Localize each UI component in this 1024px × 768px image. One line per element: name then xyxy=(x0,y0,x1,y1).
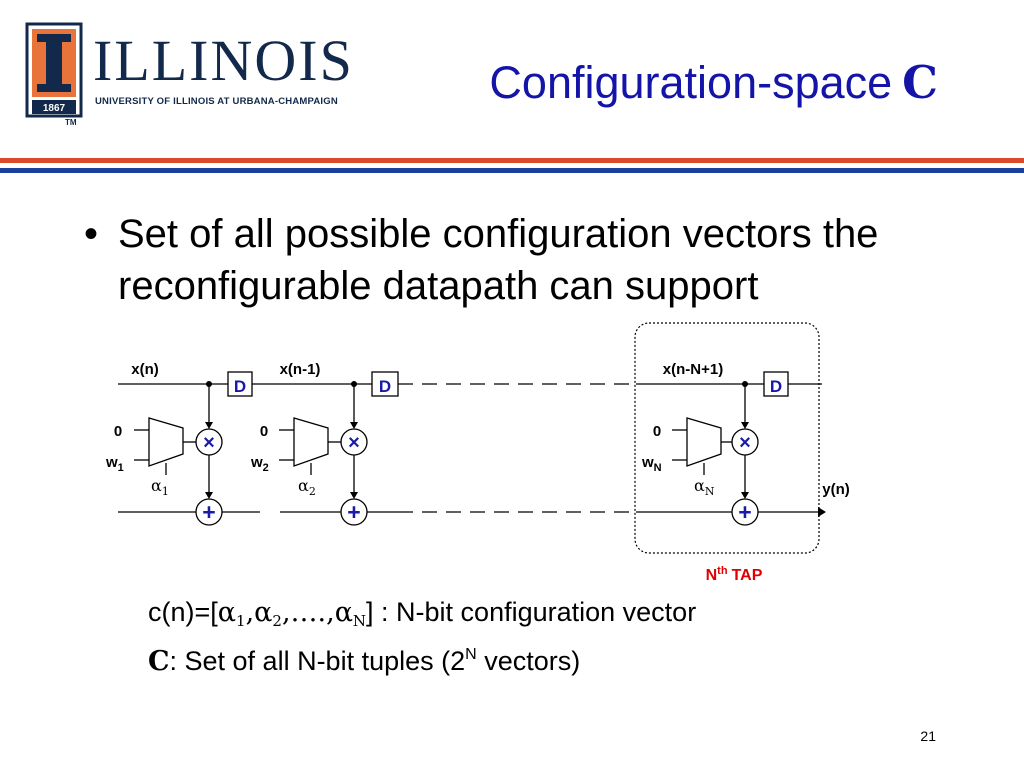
logo-year: 1867 xyxy=(43,103,66,114)
config-space-exponent: N xyxy=(465,646,477,663)
tap-n-mult-arrow-icon xyxy=(741,492,749,499)
logo-trademark: TM xyxy=(65,118,77,127)
tap-2-mux xyxy=(293,417,329,467)
output-label: y(n) xyxy=(822,481,850,498)
tap-2-add-icon: + xyxy=(347,499,360,525)
tap-n: D x(n-N+1) 0 wN αN × + xyxy=(641,361,789,526)
tap-2: D x(n-1) 0 w2 α2 × + xyxy=(250,361,399,526)
tap-1-delay-label: D xyxy=(234,377,246,396)
bullet-text: Set of all possible configuration vector… xyxy=(118,212,879,308)
config-space-line: C: Set of all N-bit tuples (2N vectors) xyxy=(148,646,580,677)
fir-datapath-diagram: D x(n) 0 w1 α1 × + D x(n xyxy=(105,322,850,584)
tap-1-drop-arrow-icon xyxy=(205,422,213,429)
tap-1-multiply-icon: × xyxy=(203,432,215,454)
config-comma: , xyxy=(245,597,255,628)
output-arrow-icon xyxy=(818,507,826,517)
tap-n-delay-block xyxy=(763,371,789,397)
tap-2-weight-label: w2 xyxy=(250,454,269,474)
header-rule-blue xyxy=(0,168,1024,173)
tap-1-weight-label: w1 xyxy=(105,454,124,474)
tap-n-alpha-label: αN xyxy=(694,476,715,498)
nth-tap-box xyxy=(634,322,820,554)
config-sub-1: 1 xyxy=(236,612,246,630)
tap-n-mux xyxy=(686,417,722,467)
config-alpha-n: α xyxy=(334,597,353,628)
config-space-symbol: C xyxy=(148,646,170,677)
tap-2-alpha-label: α2 xyxy=(298,476,316,498)
header-rule-orange xyxy=(0,158,1024,163)
tap-1-alpha-label: α1 xyxy=(151,476,169,498)
tap-2-mult-arrow-icon xyxy=(350,492,358,499)
page-number: 21 xyxy=(920,728,936,744)
config-space-end: vectors) xyxy=(476,646,581,676)
tap-2-drop-arrow-icon xyxy=(350,422,358,429)
tap-n-delay-label: D xyxy=(770,377,782,396)
tap-2-adder xyxy=(340,498,368,526)
tap-n-zero-label: 0 xyxy=(653,423,661,440)
tap-1-delay-block xyxy=(227,371,253,397)
logo-wordmark: ILLINOIS xyxy=(93,28,354,93)
tap-1-zero-label: 0 xyxy=(114,423,122,440)
config-prefix: c(n)=[ xyxy=(148,597,218,627)
illinois-logo: 1867 ILLINOIS UNIVERSITY OF ILLINOIS AT … xyxy=(25,22,352,132)
config-vector-line: c(n)=[α1,α2,….,αN] : N-bit configuration… xyxy=(148,597,696,630)
bullet-marker: • xyxy=(84,212,99,256)
tap-n-adder xyxy=(731,498,759,526)
config-sub-n: N xyxy=(352,612,367,630)
config-alpha-2: α xyxy=(254,597,273,628)
config-alpha-1: α xyxy=(217,597,237,628)
tap-n-weight-label: wN xyxy=(641,454,662,474)
illinois-column-emblem: 1867 xyxy=(25,22,83,118)
tap-n-input-label: x(n-N+1) xyxy=(663,361,723,378)
tap-1-adder xyxy=(195,498,223,526)
tap-2-delay-label: D xyxy=(379,377,391,396)
config-space-text: : Set of all N-bit tuples (2 xyxy=(169,646,466,676)
tap-n-multiply-icon: × xyxy=(739,432,751,454)
config-suffix: ] : N-bit configuration vector xyxy=(366,597,697,627)
tap-n-add-icon: + xyxy=(738,499,751,525)
slide-title-symbol: C xyxy=(902,56,938,109)
tap-1-mux xyxy=(148,417,184,467)
tap-2-multiply-icon: × xyxy=(348,432,360,454)
tap-2-input-label: x(n-1) xyxy=(280,361,321,378)
tap-1-input-label: x(n) xyxy=(131,361,159,378)
tap-2-zero-label: 0 xyxy=(260,423,268,440)
config-sub-2: 2 xyxy=(272,612,282,630)
tap-n-drop-arrow-icon xyxy=(741,422,749,429)
tap-1: D x(n) 0 w1 α1 × + xyxy=(105,361,253,526)
slide-title-text: Configuration-space xyxy=(489,57,893,108)
header-rule-gap xyxy=(0,165,1024,168)
tap-1-add-icon: + xyxy=(202,499,215,525)
logo-subtitle: UNIVERSITY OF ILLINOIS AT URBANA-CHAMPAI… xyxy=(95,96,338,107)
config-ellipsis: ,…., xyxy=(281,597,335,628)
tap-2-delay-block xyxy=(371,371,399,397)
tap-1-mult-arrow-icon xyxy=(205,492,213,499)
